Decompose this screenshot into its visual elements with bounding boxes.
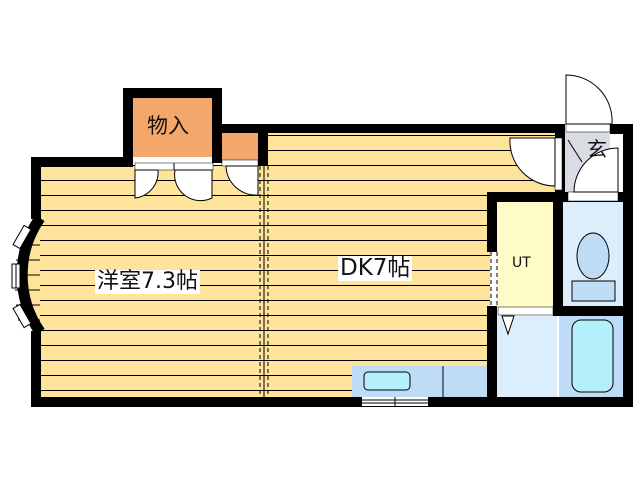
storage-small xyxy=(222,133,258,160)
kitchen-counter xyxy=(352,366,490,397)
bathtub-icon xyxy=(571,319,614,393)
dk-door[interactable] xyxy=(509,137,563,191)
ut-door[interactable] xyxy=(490,252,554,336)
room-label-storage: 物入 xyxy=(147,114,189,138)
room-label-dk: DK7帖 xyxy=(338,255,413,281)
sink-icon xyxy=(363,371,411,391)
walls xyxy=(31,88,633,407)
room-divider xyxy=(259,133,269,397)
room-label-utility: UT xyxy=(512,255,531,271)
entrance-door[interactable] xyxy=(565,74,613,133)
room-label-western: 洋室7.3帖 xyxy=(95,269,200,294)
utility-floor xyxy=(497,202,553,307)
closet-doors[interactable] xyxy=(134,159,259,202)
bay-window xyxy=(11,214,45,336)
door-marker-icon xyxy=(501,315,515,336)
storage-area xyxy=(133,97,213,157)
toilet-icon xyxy=(571,232,616,302)
toilet-door[interactable] xyxy=(567,139,619,202)
room-label-entrance: 玄 xyxy=(587,137,607,161)
kitchen-window xyxy=(362,397,428,406)
